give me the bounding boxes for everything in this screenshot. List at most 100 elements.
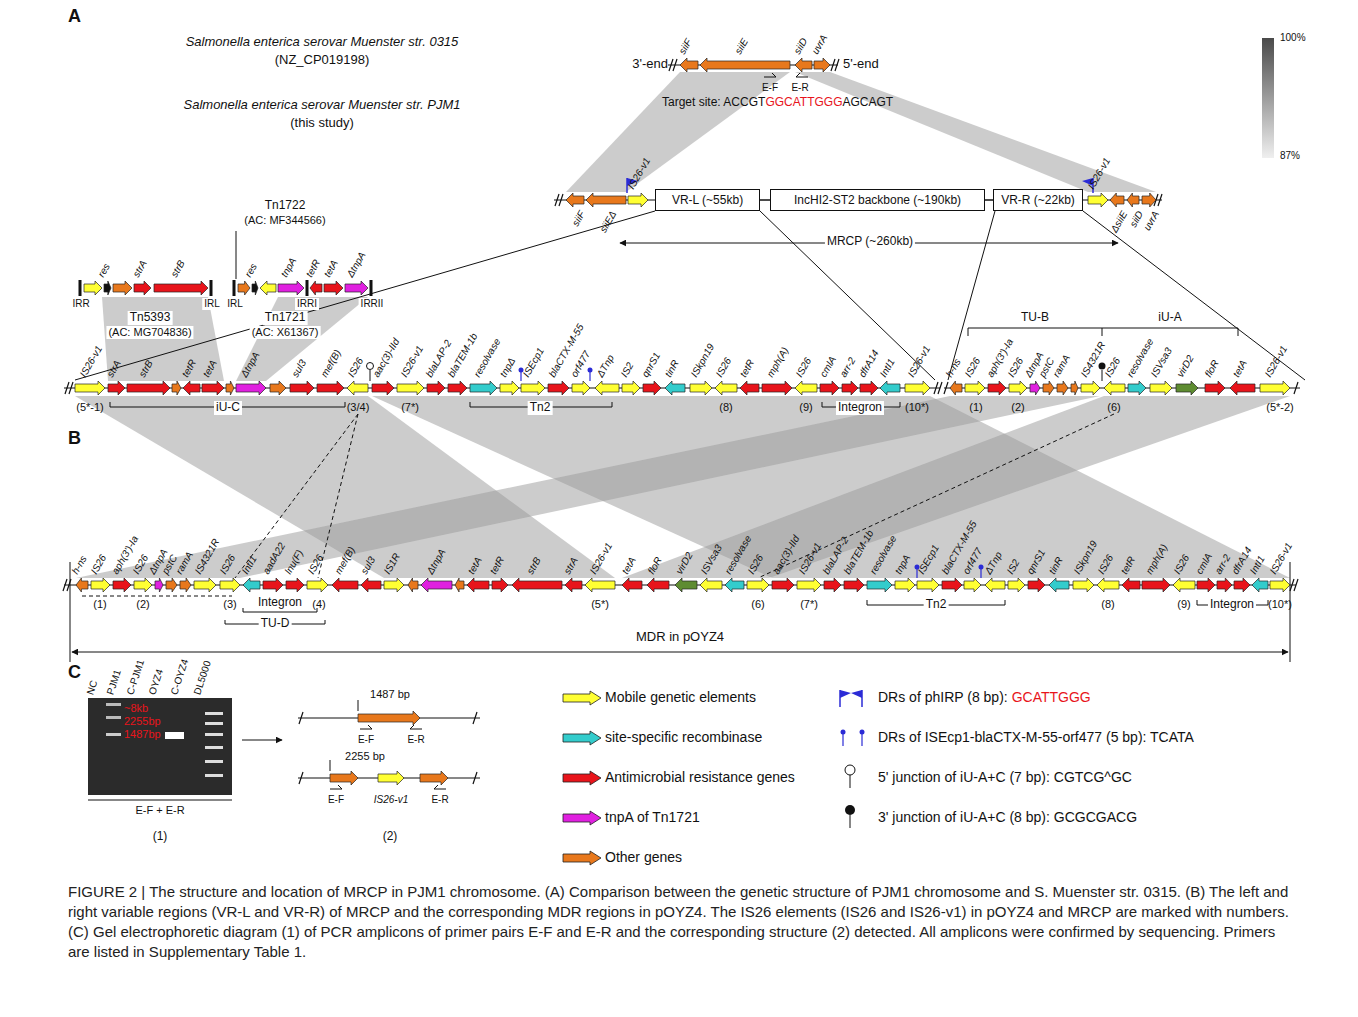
gene-arrow: [1270, 578, 1290, 592]
gene-arrow: [895, 578, 915, 592]
legend-text: Antimicrobial resistance genes: [605, 769, 795, 785]
gene-arrow: [1028, 578, 1045, 592]
gene-label: sul3: [289, 358, 308, 379]
gene-arrow: [134, 578, 152, 592]
gene-arrow: [795, 58, 812, 72]
gene-arrow: [347, 381, 368, 395]
legend-text: Other genes: [605, 849, 682, 865]
gene-arrow: [700, 58, 790, 72]
gene-label: ISkpn19: [688, 342, 716, 379]
primer-label: E-R: [431, 794, 448, 806]
gene-arrow: [76, 578, 88, 592]
gene-arrow: [1150, 381, 1172, 395]
legend-swatch: [562, 850, 602, 866]
gene-label: orf477: [568, 349, 592, 379]
scale-label: 87%: [1280, 150, 1300, 162]
gene-arrow: [1088, 193, 1108, 207]
band-size: 1487bp: [124, 728, 161, 741]
gene-arrow: [91, 578, 110, 592]
gene-arrow: [905, 381, 930, 395]
repeat-label: IRL: [225, 298, 245, 310]
gene-arrow: [665, 381, 685, 395]
gene-label: IS26: [793, 356, 813, 379]
gene-label: h-ns: [943, 357, 962, 379]
gene-arrow: [324, 281, 343, 295]
gene-arrow: [880, 381, 900, 395]
legend-swatch: [562, 690, 602, 706]
legend-arrow: [563, 731, 601, 745]
primer-pair: E-F + E-R: [135, 804, 184, 817]
gene-arrow: [332, 578, 358, 592]
callout-number: (1): [153, 830, 168, 844]
gel-image: [88, 698, 232, 795]
gene-label: ΔTnp: [594, 353, 616, 379]
transposon-name: Tn5393: [128, 311, 173, 325]
gene-arrow: [1128, 381, 1146, 395]
gene-arrow: [1173, 578, 1195, 592]
gene-label: floR: [1202, 358, 1220, 379]
backbone-lines: [64, 65, 1305, 800]
callout-number: (8): [1101, 598, 1114, 611]
gene-arrow: [1252, 578, 1268, 592]
gene-label: arr-2: [837, 355, 857, 379]
gene-arrow: [725, 578, 744, 592]
legend-text: DRs of ISEcp1-blaCTX-M-55-orf477 (5 bp):…: [878, 729, 1194, 745]
panel-letter: A: [68, 6, 81, 27]
gene-arrow: [842, 381, 858, 395]
gene-arrow: [134, 281, 151, 295]
gene-arrow: [747, 578, 769, 592]
gene-arrow: [985, 578, 1005, 592]
gene-label: IS26-v1: [1262, 344, 1289, 379]
gene-arrow: [1127, 193, 1139, 207]
gene-arrow: [1009, 381, 1027, 395]
gene-arrow: [1142, 193, 1156, 207]
gene-arrow: [220, 578, 240, 592]
inverted-repeat: [306, 280, 309, 296]
lane-label: OYZ4: [147, 668, 166, 696]
gene-label: virD2: [1174, 353, 1195, 379]
gene-arrow: [820, 381, 839, 395]
backbone-link: [760, 200, 770, 201]
callout-number: (3): [223, 598, 236, 611]
legend-swatch: [562, 730, 602, 746]
gene-arrow: [586, 193, 626, 207]
accession: (NZ_CP019198): [275, 53, 370, 68]
region-label: Integron: [836, 401, 884, 415]
gene-arrow: [867, 578, 892, 592]
repeat-label: IRRII: [359, 298, 386, 310]
gene-arrow: [965, 381, 985, 395]
identity-scale: [1262, 38, 1274, 158]
target-site: AGCAGT: [842, 96, 893, 110]
gene-label: res: [95, 261, 111, 279]
gene-label: tetR: [303, 258, 322, 279]
gene-arrow: [950, 381, 962, 395]
span-label: MDR in pOYZ4: [634, 630, 726, 645]
scale-label: 100%: [1280, 32, 1306, 44]
gene-arrow: [643, 381, 661, 395]
gene-label: IS26: [1102, 356, 1122, 379]
region-label: Integron: [1208, 598, 1256, 612]
primer-label: E-F: [328, 794, 344, 806]
gene-label: IntI1: [877, 357, 896, 379]
gene-arrow: [797, 578, 821, 592]
amplicon-size: 1487 bp: [370, 688, 410, 701]
gene-arrow: [1008, 578, 1025, 592]
legend-swatch: [562, 810, 602, 826]
gene-label: IS26-v1: [77, 344, 104, 379]
gene-label: ISEcp1: [520, 346, 546, 379]
gene-label: strA: [130, 258, 148, 279]
gene-arrow: [1049, 578, 1069, 592]
gene-arrow: [260, 281, 276, 295]
note: (this study): [290, 116, 354, 131]
gene-arrow: [408, 578, 418, 592]
legend-swatch: [562, 770, 602, 786]
gene-label: ΔtnpA: [344, 250, 367, 279]
gene-label: tetA: [1230, 358, 1248, 379]
gene-label: strB: [168, 258, 186, 279]
lane-label: C-OYZ4: [169, 658, 191, 696]
gene-arrow: [1217, 578, 1232, 592]
accession: (AC: MF344566): [244, 214, 325, 227]
gene-arrow: [183, 381, 200, 395]
gene-arrow: [361, 578, 381, 592]
gene-arrow: [421, 578, 452, 592]
